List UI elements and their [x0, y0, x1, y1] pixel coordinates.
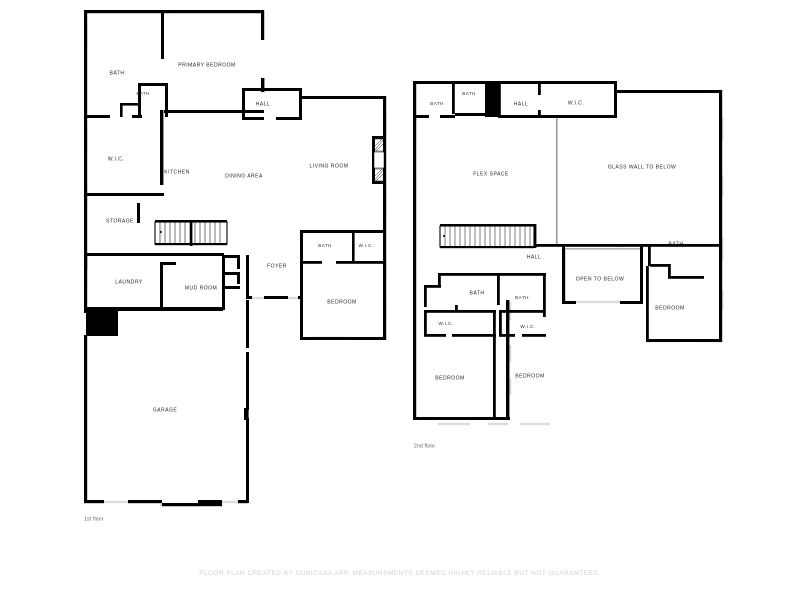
solid-chase-block [86, 310, 118, 336]
floor-1-group: PRIMARY BEDROOM BATH BATH HALL W.I.C. KI… [84, 10, 387, 522]
floor-2-labels: BATH BATH HALL W.I.C. FLEX SPACE GLASS W… [430, 91, 684, 381]
room-label: BATH [515, 295, 529, 300]
footer-disclaimer: FLOOR PLAN CREATED BY CUBICASA APP. MEAS… [199, 570, 601, 577]
staircase-floor-2 [439, 224, 537, 249]
room-label: BATH [137, 91, 150, 96]
floor-1-labels: PRIMARY BEDROOM BATH BATH HALL W.I.C. KI… [106, 62, 373, 413]
room-label: FLEX SPACE [473, 171, 509, 177]
room-label: DINING AREA [225, 173, 263, 179]
room-label: LIVING ROOM [310, 163, 349, 169]
room-label: OPEN TO BELOW [576, 276, 624, 282]
room-label: STORAGE [106, 218, 134, 224]
room-label: HALL [514, 101, 529, 107]
floor-2-walls [413, 81, 723, 420]
solid-chase-block [485, 81, 498, 117]
room-label: BATH [462, 91, 475, 96]
room-label: HALL [256, 101, 271, 107]
room-label: HALL [527, 254, 542, 260]
room-label: FOYER [267, 263, 287, 269]
floor-1-caption: 1st floor [84, 516, 104, 522]
floor-2-group: BATH BATH HALL W.I.C. FLEX SPACE GLASS W… [413, 81, 724, 449]
fireplace-hatch [373, 138, 385, 182]
room-label: PRIMARY BEDROOM [178, 62, 236, 68]
room-label: W.I.C. [568, 100, 585, 106]
room-label: BEDROOM [327, 299, 356, 305]
room-label: BATH [668, 241, 683, 247]
staircase-floor-1 [137, 203, 228, 246]
room-label: BATH [430, 101, 443, 106]
room-label: W.I.C. [520, 324, 535, 329]
room-label: BATH [109, 70, 124, 76]
room-label: BATH [469, 290, 484, 296]
room-label: BEDROOM [655, 305, 684, 311]
room-label: GLASS WALL TO BELOW [608, 164, 677, 170]
room-label: BEDROOM [435, 375, 464, 381]
room-label: BEDROOM [515, 373, 544, 379]
floor-1-walls [84, 10, 387, 507]
room-label: W.I.C. [438, 321, 453, 326]
floor-2-caption: 2nd floor [414, 443, 435, 449]
room-label: W.I.C. [108, 156, 125, 162]
room-label: GARAGE [153, 407, 178, 413]
room-label: LAUNDRY [115, 279, 143, 285]
room-label: W.I.C. [359, 243, 374, 248]
room-label: BATH [318, 243, 331, 248]
room-label: KITCHEN [164, 169, 190, 175]
room-label: MUD ROOM [185, 285, 217, 291]
